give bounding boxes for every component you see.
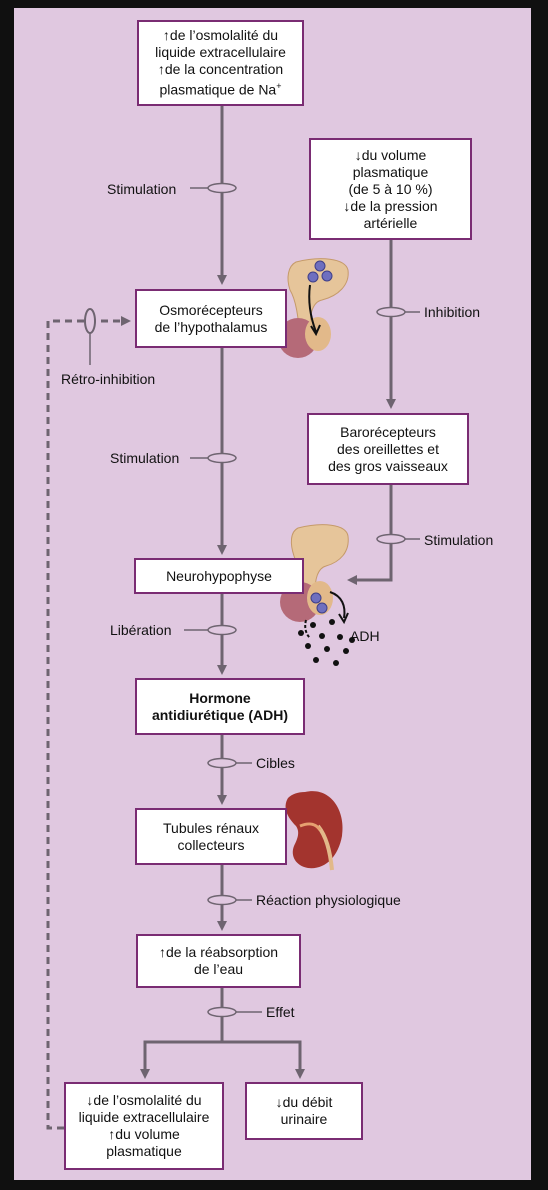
volume-decrease-line3: (de 5 à 10 %) <box>348 180 433 197</box>
label-stimulation-1: Stimulation <box>107 181 177 197</box>
label-stimulation-3: Stimulation <box>424 532 494 548</box>
kidney-illustration <box>285 791 343 871</box>
label-inhibition: Inhibition <box>424 304 481 320</box>
osmolality-increase-box: de l’osmolalité du liquide extracellulai… <box>137 20 304 106</box>
water-reabsorption-box: de la réabsorption de l’eau <box>136 934 301 988</box>
label-reaction: Réaction physiologique <box>256 892 401 908</box>
reabsorption-line1: de la réabsorption <box>159 944 278 961</box>
volume-decrease-line2: plasmatique <box>352 163 429 180</box>
volume-decrease-line1: du volume <box>343 147 437 164</box>
label-effet: Effet <box>266 1004 295 1020</box>
osmoreceptors-box: Osmorécepteurs de l’hypothalamus <box>135 289 287 348</box>
retro-inhibition-dashed-arrow <box>46 316 131 1130</box>
osmoreceptors-line1: Osmorécepteurs <box>159 301 263 318</box>
label-retro-inhibition: Rétro-inhibition <box>61 371 156 387</box>
baroreceptors-line3: des gros vaisseaux <box>328 457 448 474</box>
adh-line2: antidiurétique (ADH) <box>151 706 289 723</box>
osmolality-decrease-box: de l’osmolalité du liquide extracellulai… <box>64 1082 224 1170</box>
osmolality-increase-line3: de la concentration <box>155 61 286 78</box>
arrow-effect-split <box>140 988 224 1079</box>
osmolality-decrease-line1: de l’osmolalité du <box>79 1092 210 1109</box>
neurohypophysis-box: Neurohypophyse <box>134 558 304 594</box>
tubules-line1: Tubules rénaux <box>163 819 259 836</box>
tubules-line2: collecteurs <box>177 836 245 853</box>
osmolality-increase-line4: plasmatique de Na <box>159 81 277 98</box>
osmolality-increase-line1: de l’osmolalité du <box>155 27 286 44</box>
adh-line1: Hormone <box>189 689 251 706</box>
adh-particles <box>298 619 355 666</box>
sodium-superscript: + <box>276 81 282 92</box>
baroreceptors-box: Barorécepteurs des oreillettes et des gr… <box>307 413 469 485</box>
urine-output-line2: urinaire <box>280 1111 328 1127</box>
label-adh-particles: ADH <box>350 628 380 644</box>
osmolality-increase-line2: liquide extracellulaire <box>155 44 286 61</box>
neurohypophysis-line1: Neurohypophyse <box>166 567 272 584</box>
reabsorption-line2: de l’eau <box>193 961 244 977</box>
volume-decrease-box: du volume plasmatique (de 5 à 10 %) de l… <box>309 138 472 240</box>
neurohypophysis-gland-illustration <box>280 524 349 639</box>
baroreceptors-line2: des oreillettes et <box>337 440 439 457</box>
urine-output-line1: du débit <box>276 1094 333 1111</box>
osmoreceptors-line2: de l’hypothalamus <box>154 318 268 335</box>
label-liberation: Libération <box>110 622 172 638</box>
hypothalamus-gland-illustration <box>278 258 349 358</box>
arrow-baroreceptors-to-neurohypophysis <box>347 485 393 585</box>
volume-decrease-line5: artérielle <box>363 214 418 231</box>
volume-decrease-line4: de la pression <box>343 198 437 215</box>
adh-hormone-box: Hormone antidiurétique (ADH) <box>135 678 305 735</box>
arrow-effect-split-right <box>222 1040 305 1079</box>
label-stimulation-2: Stimulation <box>110 450 180 466</box>
urine-output-box: du débit urinaire <box>245 1082 363 1140</box>
label-cibles: Cibles <box>256 755 295 771</box>
osmolality-decrease-line4: plasmatique <box>106 1143 182 1159</box>
baroreceptors-line1: Barorécepteurs <box>340 423 436 440</box>
collecting-tubules-box: Tubules rénaux collecteurs <box>135 808 287 865</box>
osmolality-decrease-line2: liquide extracellulaire <box>78 1109 210 1125</box>
osmolality-decrease-line3: du volume <box>79 1126 210 1143</box>
